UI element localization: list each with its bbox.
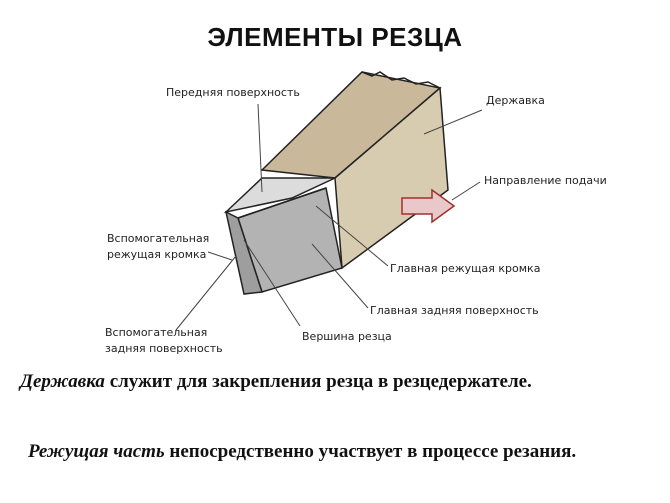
label-aux-back-surface-1: Вспомогательная [105, 326, 207, 339]
leader-tip [243, 239, 301, 327]
front-surface-face [223, 177, 336, 214]
cutter-diagram: Передняя поверхность Державка Направлени… [105, 71, 607, 355]
holder-description: Державка служит для закрепления резца в … [20, 370, 660, 395]
cutting-part-description: Режущая часть непосредственно участвует … [28, 440, 628, 465]
cutting-part-term: Режущая часть [28, 441, 165, 462]
holder-front-face [334, 86, 449, 270]
label-main-cutting-edge: Главная режущая кромка [390, 262, 540, 275]
page-title: ЭЛЕМЕНТЫ РЕЗЦА [207, 22, 463, 52]
leader-main-back [311, 243, 369, 309]
label-tip: Вершина резца [302, 330, 392, 343]
holder-broken-end [361, 71, 441, 89]
leader-main-edge [315, 205, 389, 267]
leader-aux-back [175, 255, 237, 331]
label-aux-back-surface-2: задняя поверхность [105, 342, 223, 355]
feed-direction-arrow [401, 188, 456, 224]
leader-holder [423, 109, 483, 135]
holder-term: Державка [20, 371, 105, 392]
holder-description-text: служит для закрепления резца в резцедерж… [104, 371, 532, 392]
label-front-surface: Передняя поверхность [166, 86, 300, 99]
leader-aux-edge [207, 251, 233, 261]
aux-back-surface-face [224, 210, 263, 295]
cutting-part-description-text: непосредственно участвует в процессе рез… [164, 441, 577, 462]
label-holder: Державка [486, 94, 545, 107]
leader-feed [451, 181, 481, 201]
label-main-back-surface: Главная задняя поверхность [370, 304, 539, 317]
label-feed-direction: Направление подачи [484, 174, 607, 187]
label-aux-cutting-edge-1: Вспомогательная [107, 232, 209, 245]
label-aux-cutting-edge-2: режущая кромка [107, 248, 206, 261]
leader-front-surface [257, 103, 263, 193]
main-cutting-edge-line [237, 187, 327, 219]
